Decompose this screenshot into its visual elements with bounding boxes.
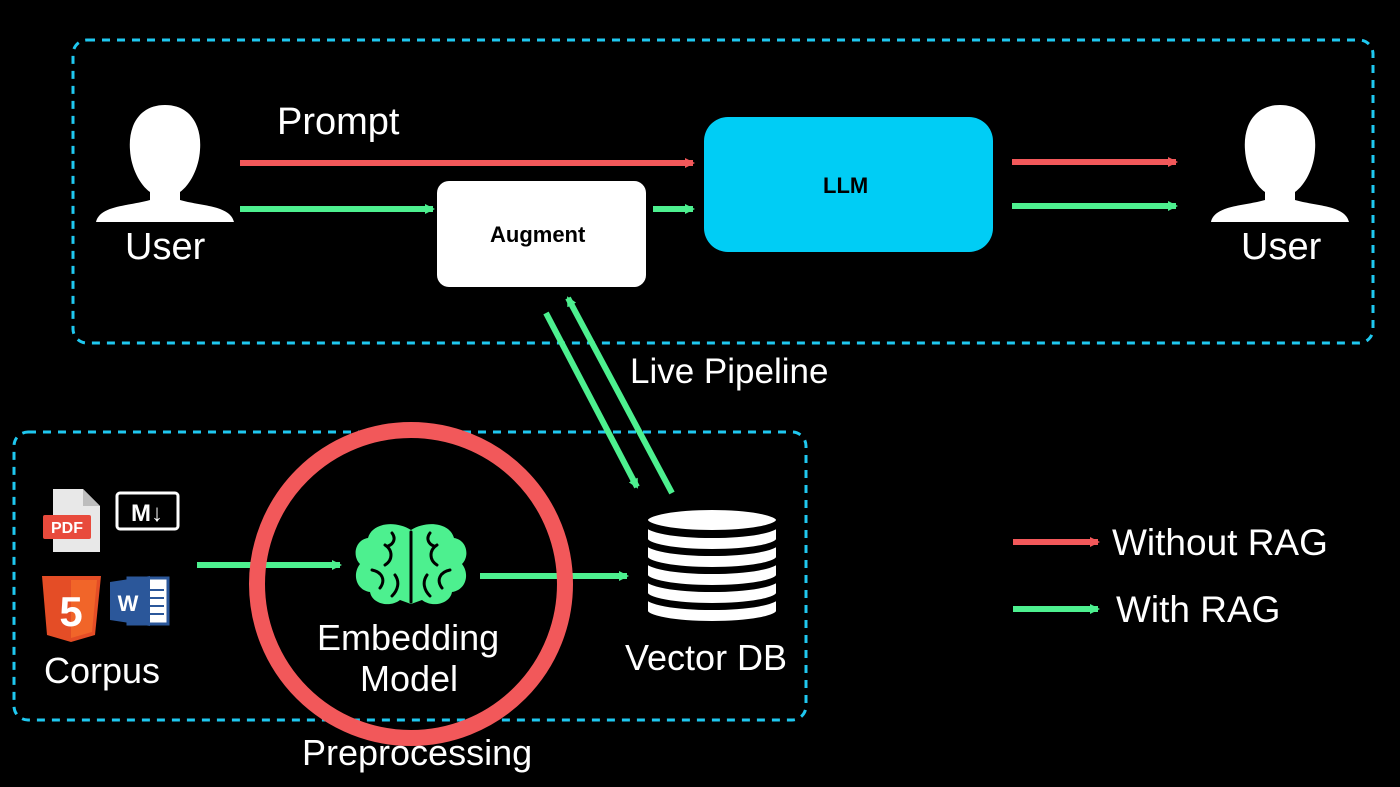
pdf-file-icon: PDF [43, 489, 100, 552]
llm-label: LLM [823, 173, 869, 198]
markdown-icon-text: M↓ [131, 500, 163, 527]
augment-label: Augment [490, 222, 586, 247]
user-left-icon [96, 105, 234, 222]
augment-box [437, 181, 646, 287]
arrow-augment-to-vectordb [543, 311, 640, 489]
live-pipeline-label: Live Pipeline [630, 352, 829, 391]
word-icon: W [110, 576, 170, 626]
markdown-icon: M↓ [115, 491, 180, 531]
html5-icon: 5 [42, 576, 101, 642]
legend-without-rag-label: Without RAG [1112, 522, 1328, 563]
legend-with-rag-label: With RAG [1116, 589, 1281, 630]
embedding-label-line2: Model [360, 658, 459, 699]
arrow-vectordb-to-augment [565, 296, 675, 495]
vector-db-icon [644, 506, 780, 625]
vector-db-label: Vector DB [625, 637, 788, 678]
live-pipeline-container [71, 38, 1375, 345]
prompt-label: Prompt [277, 101, 400, 143]
user-right-icon [1211, 105, 1349, 222]
embedding-highlight-circle [249, 422, 573, 746]
pdf-icon-text: PDF [51, 520, 83, 537]
user-right-label: User [1241, 226, 1322, 268]
llm-box [704, 117, 993, 252]
brain-icon [355, 524, 467, 605]
corpus-label: Corpus [44, 650, 161, 691]
word-icon-text: W [118, 591, 139, 616]
preprocessing-label: Preprocessing [302, 732, 533, 773]
html5-icon-text: 5 [59, 588, 82, 635]
embedding-label-line1: Embedding [317, 617, 500, 658]
user-left-label: User [125, 226, 206, 268]
